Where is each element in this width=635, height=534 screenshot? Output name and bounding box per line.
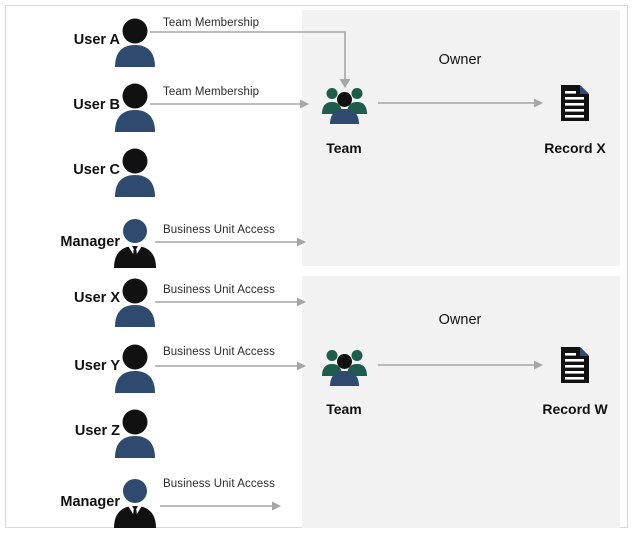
edge-label-team-membership-b: Team Membership — [163, 86, 260, 98]
owner-label-bottom: Owner — [438, 312, 482, 328]
team-icon — [321, 348, 368, 386]
edge-arrow-user-a-to-team — [150, 26, 360, 94]
user-icon — [112, 275, 158, 327]
edge-arrow-manager-bottom — [160, 500, 282, 512]
user-icon — [112, 15, 158, 67]
edge-arrow-user-b-to-team — [150, 98, 310, 110]
user-icon — [112, 145, 158, 197]
row-label-user-y: User Y — [74, 358, 120, 374]
edge-arrow-manager-top — [155, 236, 307, 248]
node-label-team-top: Team — [326, 140, 362, 156]
row-label-manager-bottom: Manager — [60, 494, 120, 510]
user-icon — [112, 406, 158, 458]
edge-label-team-membership-a: Team Membership — [163, 17, 260, 29]
node-label-record-x: Record X — [544, 140, 606, 156]
manager-icon — [110, 216, 160, 268]
edge-label-business-unit-access-y: Business Unit Access — [163, 346, 275, 358]
owner-panel-bottom — [302, 276, 620, 528]
edge-arrow-team-to-record-x — [378, 97, 544, 109]
row-label-user-c: User C — [73, 162, 120, 178]
edge-arrow-user-x-to-team — [155, 296, 307, 308]
edge-label-business-unit-access-x: Business Unit Access — [163, 284, 275, 296]
row-label-manager-top: Manager — [60, 234, 120, 250]
manager-icon — [110, 476, 160, 528]
node-label-record-w: Record W — [542, 401, 608, 417]
row-label-user-b: User B — [73, 97, 120, 113]
user-icon — [112, 80, 158, 132]
edge-arrow-team-to-record-w — [378, 359, 544, 371]
edge-arrow-user-y-to-team — [155, 360, 307, 372]
owner-label-top: Owner — [438, 52, 482, 68]
edge-label-business-unit-access-manager-top: Business Unit Access — [163, 224, 275, 236]
row-label-user-x: User X — [74, 290, 120, 306]
user-icon — [112, 341, 158, 393]
row-label-user-z: User Z — [74, 423, 120, 439]
edge-label-business-unit-access-manager-bottom: Business Unit Access — [163, 478, 275, 490]
document-icon — [560, 84, 590, 122]
owner-panel-top — [302, 10, 620, 266]
team-icon — [321, 86, 368, 124]
document-icon — [560, 346, 590, 384]
row-label-user-a: User A — [73, 32, 120, 48]
node-label-team-bottom: Team — [326, 401, 362, 417]
